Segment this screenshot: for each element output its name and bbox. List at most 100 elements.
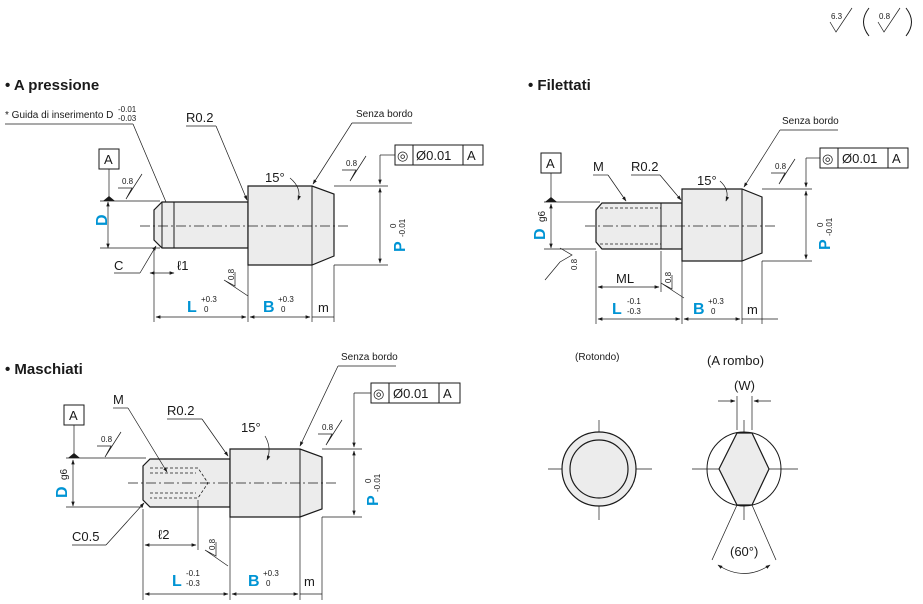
datum-triangle-icon	[68, 453, 80, 458]
dim-P-label: P	[392, 241, 409, 252]
roughness-icon	[829, 7, 853, 33]
round-view-label: (Rotondo)	[575, 352, 619, 363]
dim-L-tol-upper: +0.3	[201, 295, 217, 304]
tolerance-datum: A	[892, 151, 901, 166]
dim-B-label: B	[693, 301, 705, 318]
datum-label: A	[69, 408, 78, 423]
dim-m-label: m	[304, 574, 315, 589]
dim-P-label: P	[365, 495, 382, 506]
dim-L-tol-lower: -0.3	[186, 579, 200, 588]
datum-label: A	[104, 152, 113, 167]
no-edge-label: Senza bordo	[356, 109, 413, 120]
roughness-icon	[223, 272, 249, 297]
dim-B-label: B	[248, 573, 260, 590]
dim-B-label: B	[263, 299, 275, 316]
angle-label: 15°	[697, 173, 717, 188]
dim-D-label: D	[94, 214, 111, 226]
section-title: • A pressione	[5, 77, 99, 94]
roughness-icon	[877, 7, 901, 33]
paren-close-icon	[905, 7, 912, 37]
roughness-icon	[544, 247, 573, 281]
chamfer-label: C	[114, 258, 123, 273]
radius-label: R0.2	[631, 159, 658, 174]
diamond-shape	[718, 432, 770, 506]
radius-label: R0.2	[167, 403, 194, 418]
paren-open-icon	[863, 7, 870, 37]
dim-B-tol-lower: 0	[711, 307, 716, 316]
dim-P-tol-lower: -0.01	[373, 473, 382, 492]
concentricity-icon: ◎	[397, 148, 408, 163]
diamond-view-label: (A rombo)	[707, 353, 764, 368]
no-edge-label: Senza bordo	[341, 352, 398, 363]
dim-m-label: m	[747, 302, 758, 317]
roughness-icon	[342, 155, 367, 182]
dim-L-tol-upper: -0.1	[627, 297, 641, 306]
dim-ML-label: ML	[616, 271, 634, 286]
section-filettati: • Filettati A D g6 0.8 M R0.2 Senza bord	[528, 77, 909, 324]
tolerance-value: Ø0.01	[842, 151, 877, 166]
dim-L-tol-lower: -0.3	[627, 307, 641, 316]
dim-L-label: L	[612, 301, 622, 318]
pin-shaft	[153, 201, 249, 249]
guide-tol-upper: -0.01	[118, 105, 137, 114]
rough-value: 0.8	[322, 423, 334, 432]
dim-D-subscript: g6	[537, 210, 548, 222]
dim-P-tol-lower: -0.01	[825, 217, 834, 236]
dim-B-tol-lower: 0	[266, 579, 271, 588]
concentricity-icon: ◎	[373, 386, 384, 401]
dim-P-tol-upper: 0	[389, 223, 398, 228]
datum-triangle-icon	[545, 197, 557, 202]
tolerance-datum: A	[467, 148, 476, 163]
header-roughness: 6.3 0.8	[829, 7, 912, 37]
thread-label: M	[593, 159, 604, 174]
dim-D-subscript: g6	[59, 468, 70, 480]
dim-L-tol-lower: 0	[204, 305, 209, 314]
section-title: • Filettati	[528, 77, 591, 94]
dim-P-label: P	[817, 239, 834, 250]
width-label: (W)	[734, 378, 755, 393]
section-title: • Maschiati	[5, 361, 83, 378]
tolerance-datum: A	[443, 386, 452, 401]
dim-B-tol-lower: 0	[281, 305, 286, 314]
rough-value: 0.8	[346, 159, 358, 168]
dim-P-tol-upper: 0	[816, 222, 825, 227]
tolerance-value: Ø0.01	[416, 148, 451, 163]
rough-value: 0.8	[664, 271, 673, 283]
rough-value: 0.8	[570, 258, 579, 270]
guide-note: * Guida di inserimento D	[5, 110, 113, 121]
dim-B-tol-upper: +0.3	[263, 569, 279, 578]
dim-P-tol-upper: 0	[364, 478, 373, 483]
dim-B-tol-upper: +0.3	[278, 295, 294, 304]
section-maschiati: • Maschiati A 0.8 D g6 M R0.2 Senza bord	[5, 352, 461, 600]
roughness-icon	[97, 431, 122, 458]
tolerance-value: Ø0.01	[393, 386, 428, 401]
roughness-icon	[318, 419, 343, 446]
thread-label: M	[113, 392, 124, 407]
diamond-reference-circle	[706, 431, 782, 507]
dim-m-label: m	[318, 300, 329, 315]
section-a-pressione: • A pressione * Guida di inserimento D -…	[5, 77, 484, 322]
concentricity-icon: ◎	[822, 151, 833, 166]
section-end-views: (Rotondo) (A rombo) (W) (60°)	[548, 352, 798, 574]
threaded-head	[681, 188, 763, 262]
dim-l1-label: ℓ1	[177, 258, 188, 273]
dim-L-label: L	[172, 573, 182, 590]
rough-main-value: 6.3	[831, 12, 843, 21]
round-inner-circle	[569, 439, 629, 499]
tolerance-frame: ◎ Ø0.01 A	[394, 144, 484, 166]
tolerance-frame: ◎ Ø0.01 A	[370, 382, 461, 404]
rough-value: 0.8	[227, 268, 236, 280]
datum-label: A	[546, 156, 555, 171]
dim-L-tol-upper: -0.1	[186, 569, 200, 578]
dim-L-label: L	[187, 299, 197, 316]
rough-value: 0.8	[775, 162, 787, 171]
angle-label: 15°	[241, 420, 261, 435]
rough-paren-value: 0.8	[879, 12, 891, 21]
datum-triangle-icon	[103, 196, 115, 201]
rough-value: 0.8	[101, 435, 113, 444]
dim-D-label: D	[532, 228, 549, 240]
rough-value: 0.8	[122, 177, 134, 186]
angle-label: 15°	[265, 170, 285, 185]
roughness-icon	[660, 275, 685, 299]
